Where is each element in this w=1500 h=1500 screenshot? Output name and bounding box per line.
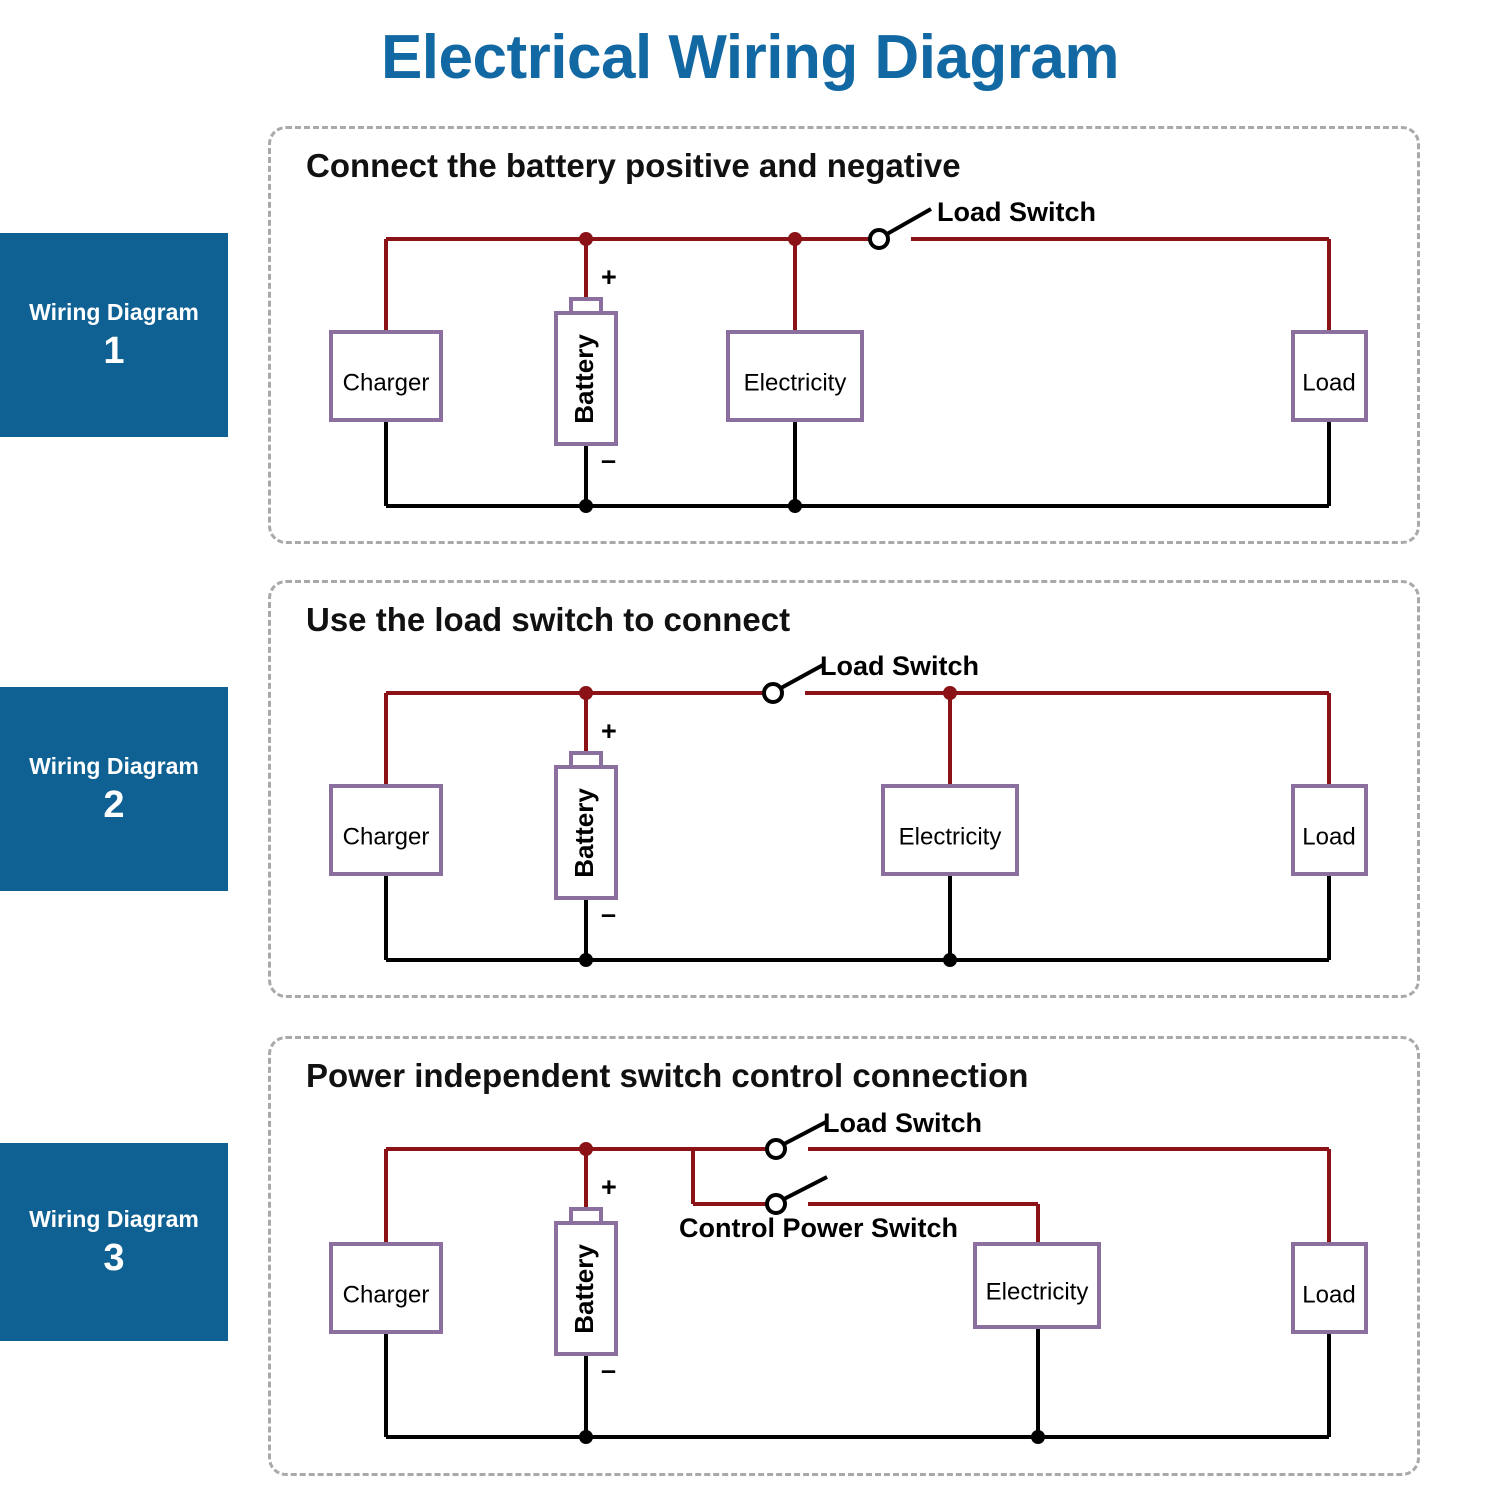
junction-dot bbox=[788, 232, 802, 246]
battery-plus-label: + bbox=[601, 262, 617, 292]
battery-plus-label: + bbox=[601, 1172, 617, 1202]
component-electricity[interactable]: Electricity bbox=[726, 330, 864, 422]
sidebar-item-number: 2 bbox=[103, 783, 125, 826]
load-switch-label: Load Switch bbox=[823, 1108, 982, 1138]
circuit-diagram-1: Load Switch Charger Battery + – Electric… bbox=[271, 129, 1417, 541]
component-charger[interactable]: Charger bbox=[329, 784, 443, 876]
load-switch-label: Load Switch bbox=[937, 197, 1096, 227]
junction-dot bbox=[579, 232, 593, 246]
wiring-panel-2: Use the load switch to connect Load Swit… bbox=[268, 580, 1420, 998]
junction-dot bbox=[943, 686, 957, 700]
wiring-panel-1: Connect the battery positive and negativ… bbox=[268, 126, 1420, 544]
load-switch-symbol[interactable] bbox=[762, 663, 824, 704]
sidebar-item-number: 3 bbox=[103, 1236, 125, 1279]
battery-minus-label: – bbox=[601, 1355, 616, 1385]
sidebar-item-diagram-1[interactable]: Wiring Diagram 1 bbox=[0, 233, 228, 437]
component-load[interactable]: Load bbox=[1291, 330, 1368, 422]
circuit-diagram-2: Load Switch Charger Battery + – Electric… bbox=[271, 583, 1417, 995]
sidebar-item-number: 1 bbox=[103, 329, 125, 372]
junction-dot bbox=[943, 953, 957, 967]
load-switch-symbol[interactable] bbox=[765, 1120, 827, 1160]
component-label: Load bbox=[1302, 823, 1355, 850]
junction-dot bbox=[579, 499, 593, 513]
component-label: Electricity bbox=[899, 823, 1002, 850]
sidebar-item-diagram-3[interactable]: Wiring Diagram 3 bbox=[0, 1143, 228, 1341]
junction-dot bbox=[579, 686, 593, 700]
panel-heading: Connect the battery positive and negativ… bbox=[306, 147, 961, 184]
sidebar-item-label: Wiring Diagram bbox=[29, 752, 199, 779]
junction-dot bbox=[579, 953, 593, 967]
component-battery[interactable]: Battery bbox=[554, 1207, 618, 1356]
component-load[interactable]: Load bbox=[1291, 784, 1368, 876]
component-label: Charger bbox=[343, 369, 430, 396]
circuit-diagram-3: Load Switch Control Power Switch Charger… bbox=[271, 1039, 1417, 1473]
component-load[interactable]: Load bbox=[1291, 1242, 1368, 1334]
control-power-switch-label: Control Power Switch bbox=[679, 1213, 958, 1243]
component-charger[interactable]: Charger bbox=[329, 330, 443, 422]
battery-minus-label: – bbox=[601, 445, 616, 475]
control-power-switch-symbol[interactable] bbox=[765, 1175, 828, 1215]
junction-dot bbox=[579, 1142, 593, 1156]
component-label: Battery bbox=[569, 334, 599, 424]
sidebar-item-label: Wiring Diagram bbox=[29, 1205, 199, 1232]
component-electricity[interactable]: Electricity bbox=[973, 1242, 1101, 1329]
junction-dot bbox=[1031, 1430, 1045, 1444]
sidebar-item-diagram-2[interactable]: Wiring Diagram 2 bbox=[0, 687, 228, 891]
component-label: Charger bbox=[343, 823, 430, 850]
component-label: Electricity bbox=[986, 1278, 1089, 1305]
junction-dot bbox=[788, 499, 802, 513]
wiring-panel-3: Power independent switch control connect… bbox=[268, 1036, 1420, 1476]
battery-minus-label: – bbox=[601, 899, 616, 929]
panel-heading: Power independent switch control connect… bbox=[306, 1057, 1029, 1094]
component-label: Load bbox=[1302, 369, 1355, 396]
load-switch-symbol[interactable] bbox=[868, 207, 932, 250]
component-label: Electricity bbox=[744, 369, 847, 396]
battery-plus-label: + bbox=[601, 716, 617, 746]
junction-dot bbox=[579, 1430, 593, 1444]
component-label: Load bbox=[1302, 1281, 1355, 1308]
component-battery[interactable]: Battery bbox=[554, 297, 618, 446]
component-label: Battery bbox=[569, 1244, 599, 1334]
component-label: Battery bbox=[569, 788, 599, 878]
load-switch-label: Load Switch bbox=[820, 651, 979, 681]
component-charger[interactable]: Charger bbox=[329, 1242, 443, 1334]
component-label: Charger bbox=[343, 1281, 430, 1308]
sidebar-item-label: Wiring Diagram bbox=[29, 298, 199, 325]
page-title: Electrical Wiring Diagram bbox=[380, 23, 1120, 92]
panel-heading: Use the load switch to connect bbox=[306, 601, 791, 638]
component-electricity[interactable]: Electricity bbox=[881, 784, 1019, 876]
component-battery[interactable]: Battery bbox=[554, 751, 618, 900]
